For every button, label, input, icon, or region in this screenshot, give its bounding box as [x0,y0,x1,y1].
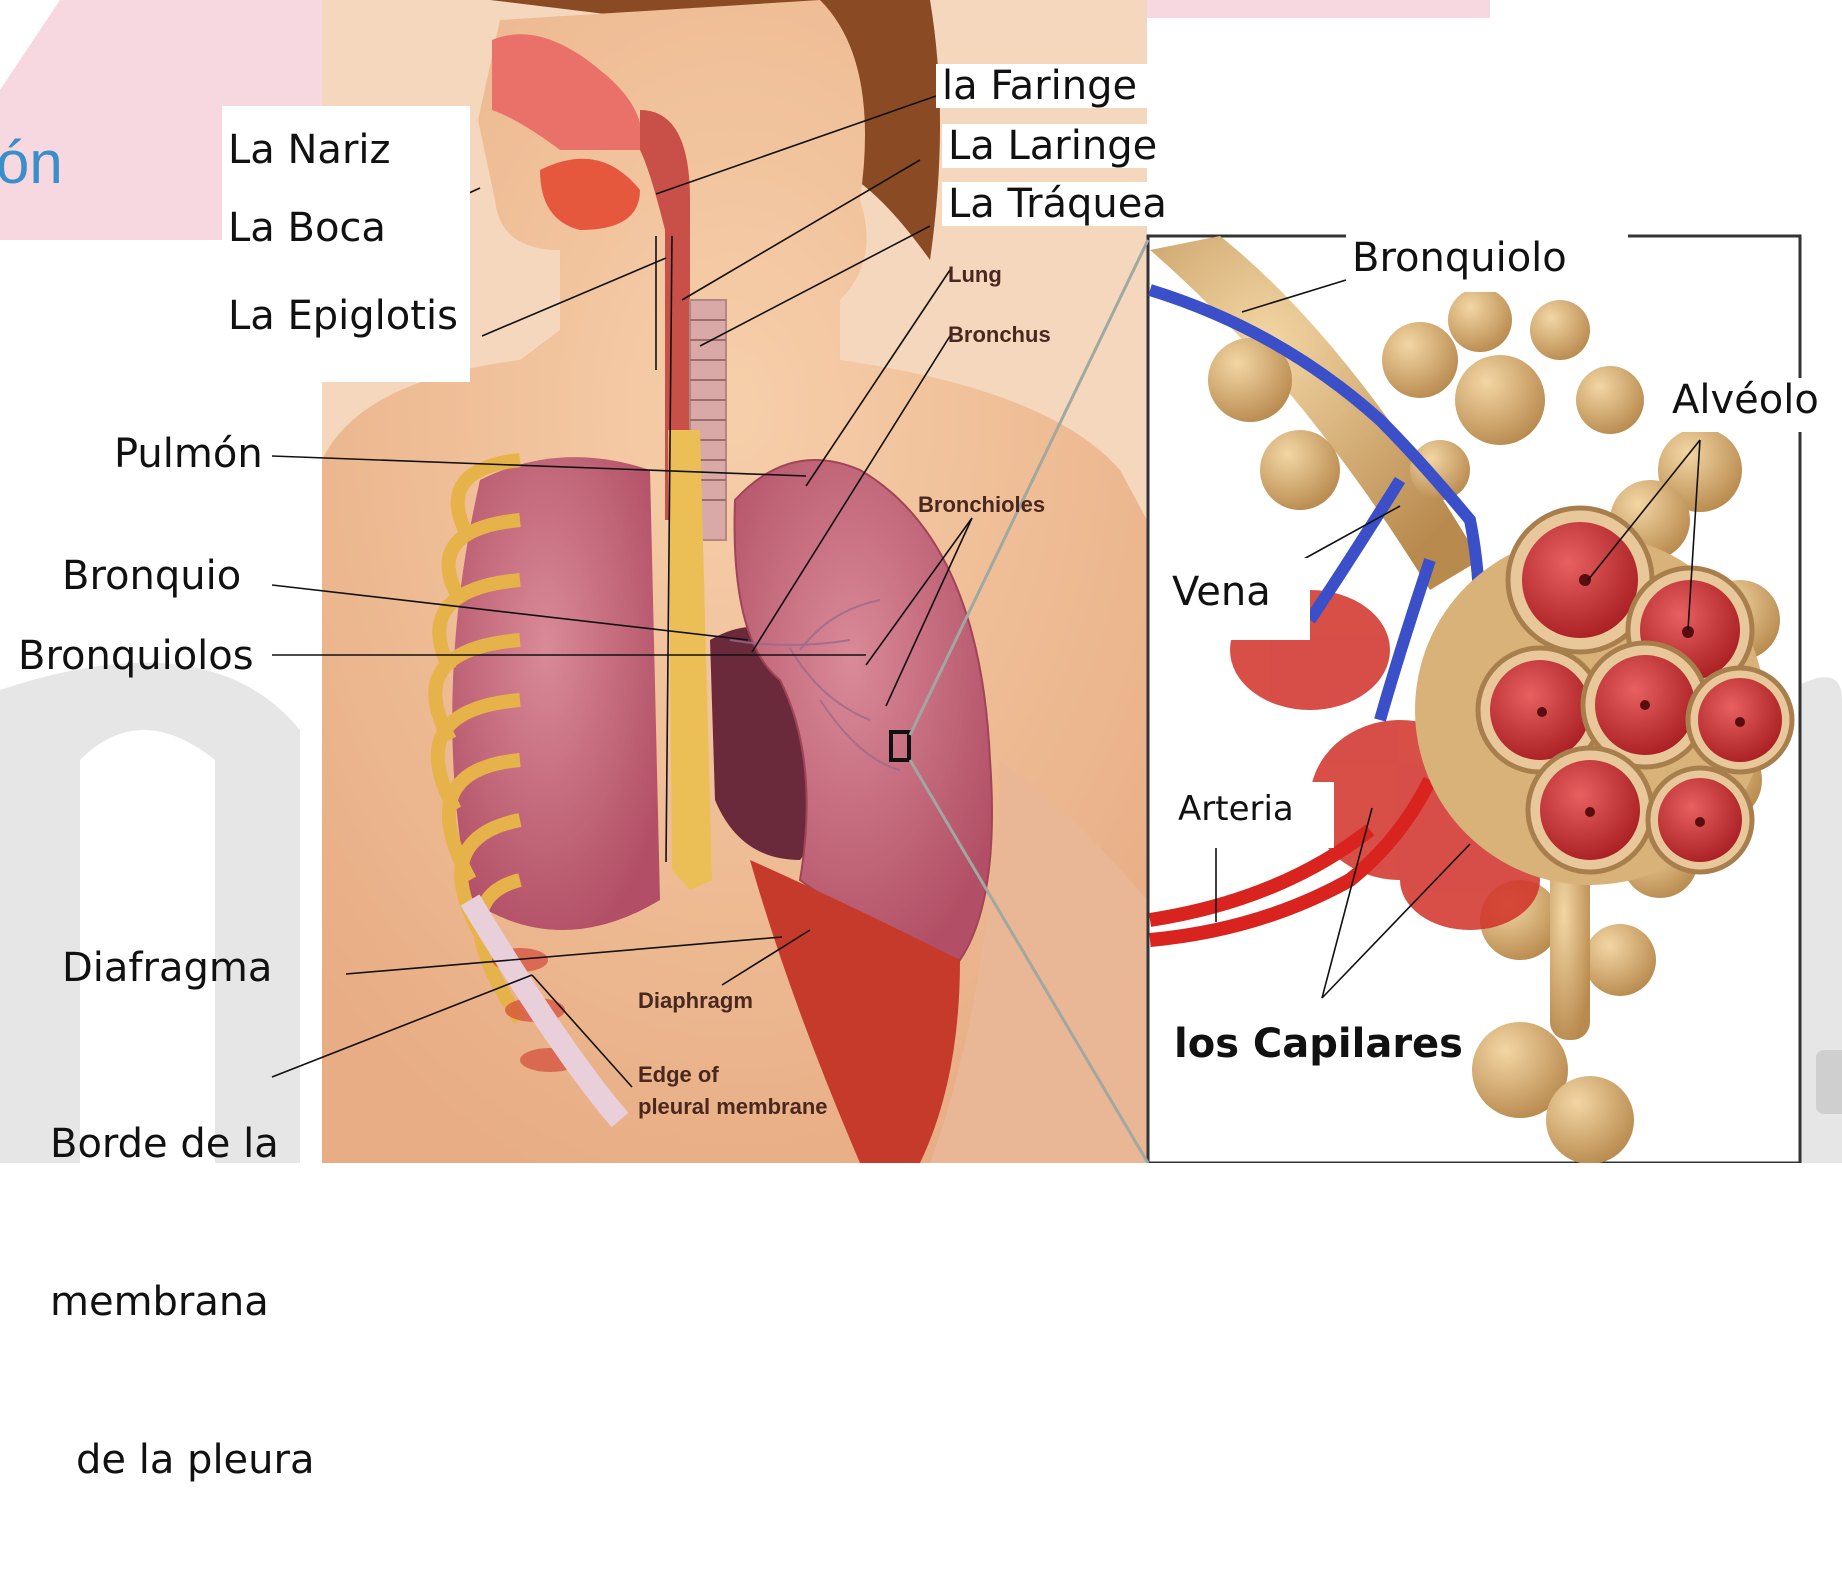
label-borde-line2: membrana [50,1276,314,1329]
label-en-edge-line2: pleural membrane [638,1096,828,1118]
label-traquea: La Tráquea [942,182,1174,226]
label-diafragma: Diafragma [62,948,272,988]
label-en-bronchioles: Bronchioles [918,494,1045,516]
speaker-icon[interactable] [1816,1050,1842,1114]
label-pulmon: Pulmón [114,434,263,474]
slide-title-fragment: ón [0,128,63,197]
label-en-bronchus: Bronchus [948,324,1051,346]
label-bronquiolo: Bronquiolo [1346,234,1628,292]
watermark-pink-shape-right [1110,0,1490,18]
label-laringe: La Laringe [942,124,1174,168]
label-alveolo: Alvéolo [1666,378,1838,432]
label-bronquiolos: Bronquiolos [18,636,254,676]
label-borde-line1: Borde de la [50,1118,314,1171]
label-en-edge-line1: Edge of [638,1064,719,1086]
label-arteria: Arteria [1172,782,1334,848]
label-borde-line3: de la pleura [50,1434,314,1487]
label-en-lung: Lung [948,264,1002,286]
label-en-diaphragm: Diaphragm [638,990,753,1012]
label-faringe: la Faringe [936,64,1168,108]
label-bronquio: Bronquio [62,556,241,596]
label-capilares: los Capilares [1174,1024,1463,1064]
slide: ón La Nariz La Boca La Epiglotis la Fari… [0,0,1842,1163]
label-vena: Vena [1166,558,1310,640]
label-epiglotis: La Epiglotis [222,258,470,382]
label-borde-pleura: Borde de la membrana de la pleura [50,1012,314,1593]
